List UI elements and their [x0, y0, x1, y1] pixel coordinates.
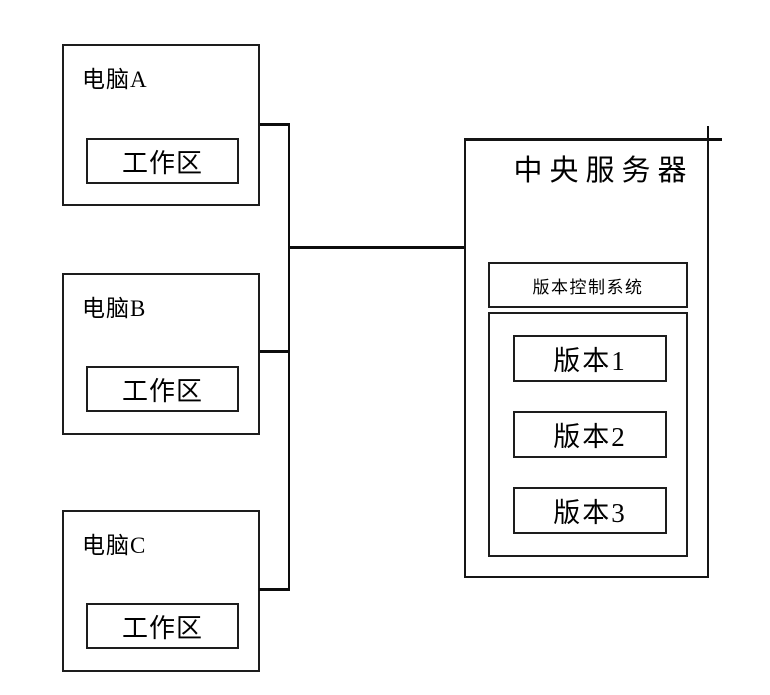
server-right-border-overshoot-line	[707, 126, 709, 141]
computer-c-workspace-box: 工作区	[86, 603, 239, 649]
version-3-box: 版本3	[513, 487, 667, 534]
connector-computer-c-line	[259, 588, 290, 591]
computer-b-box: 电脑B 工作区	[62, 273, 260, 435]
vcs-body-box: 版本1 版本2 版本3	[488, 312, 688, 557]
version-2-box: 版本2	[513, 411, 667, 458]
computer-c-workspace-label: 工作区	[121, 613, 203, 643]
connector-computer-a-line	[260, 123, 290, 126]
connector-trunk-line	[288, 123, 290, 591]
computer-c-label: 电脑C	[82, 533, 147, 558]
computer-a-label: 电脑A	[82, 67, 148, 92]
computer-a-workspace-box: 工作区	[86, 138, 239, 184]
connector-computer-b-line	[260, 350, 290, 353]
vcs-header-box: 版本控制系统	[488, 262, 688, 308]
computer-b-workspace-label: 工作区	[121, 376, 203, 406]
computer-a-box: 电脑A 工作区	[62, 44, 260, 206]
computer-a-workspace-label: 工作区	[121, 148, 203, 178]
central-server-box: 中央服务器 版本控制系统 版本1 版本2 版本3	[464, 138, 709, 578]
connector-server-line	[288, 246, 465, 249]
computer-b-workspace-box: 工作区	[86, 366, 239, 412]
computer-b-label: 电脑B	[82, 296, 147, 321]
computer-c-box: 电脑C 工作区	[62, 510, 260, 672]
version-1-box: 版本1	[513, 335, 667, 382]
central-server-title: 中央服务器	[513, 155, 694, 187]
server-top-border-overshoot-line	[708, 138, 722, 141]
vcs-title-label: 版本控制系统	[532, 277, 644, 297]
